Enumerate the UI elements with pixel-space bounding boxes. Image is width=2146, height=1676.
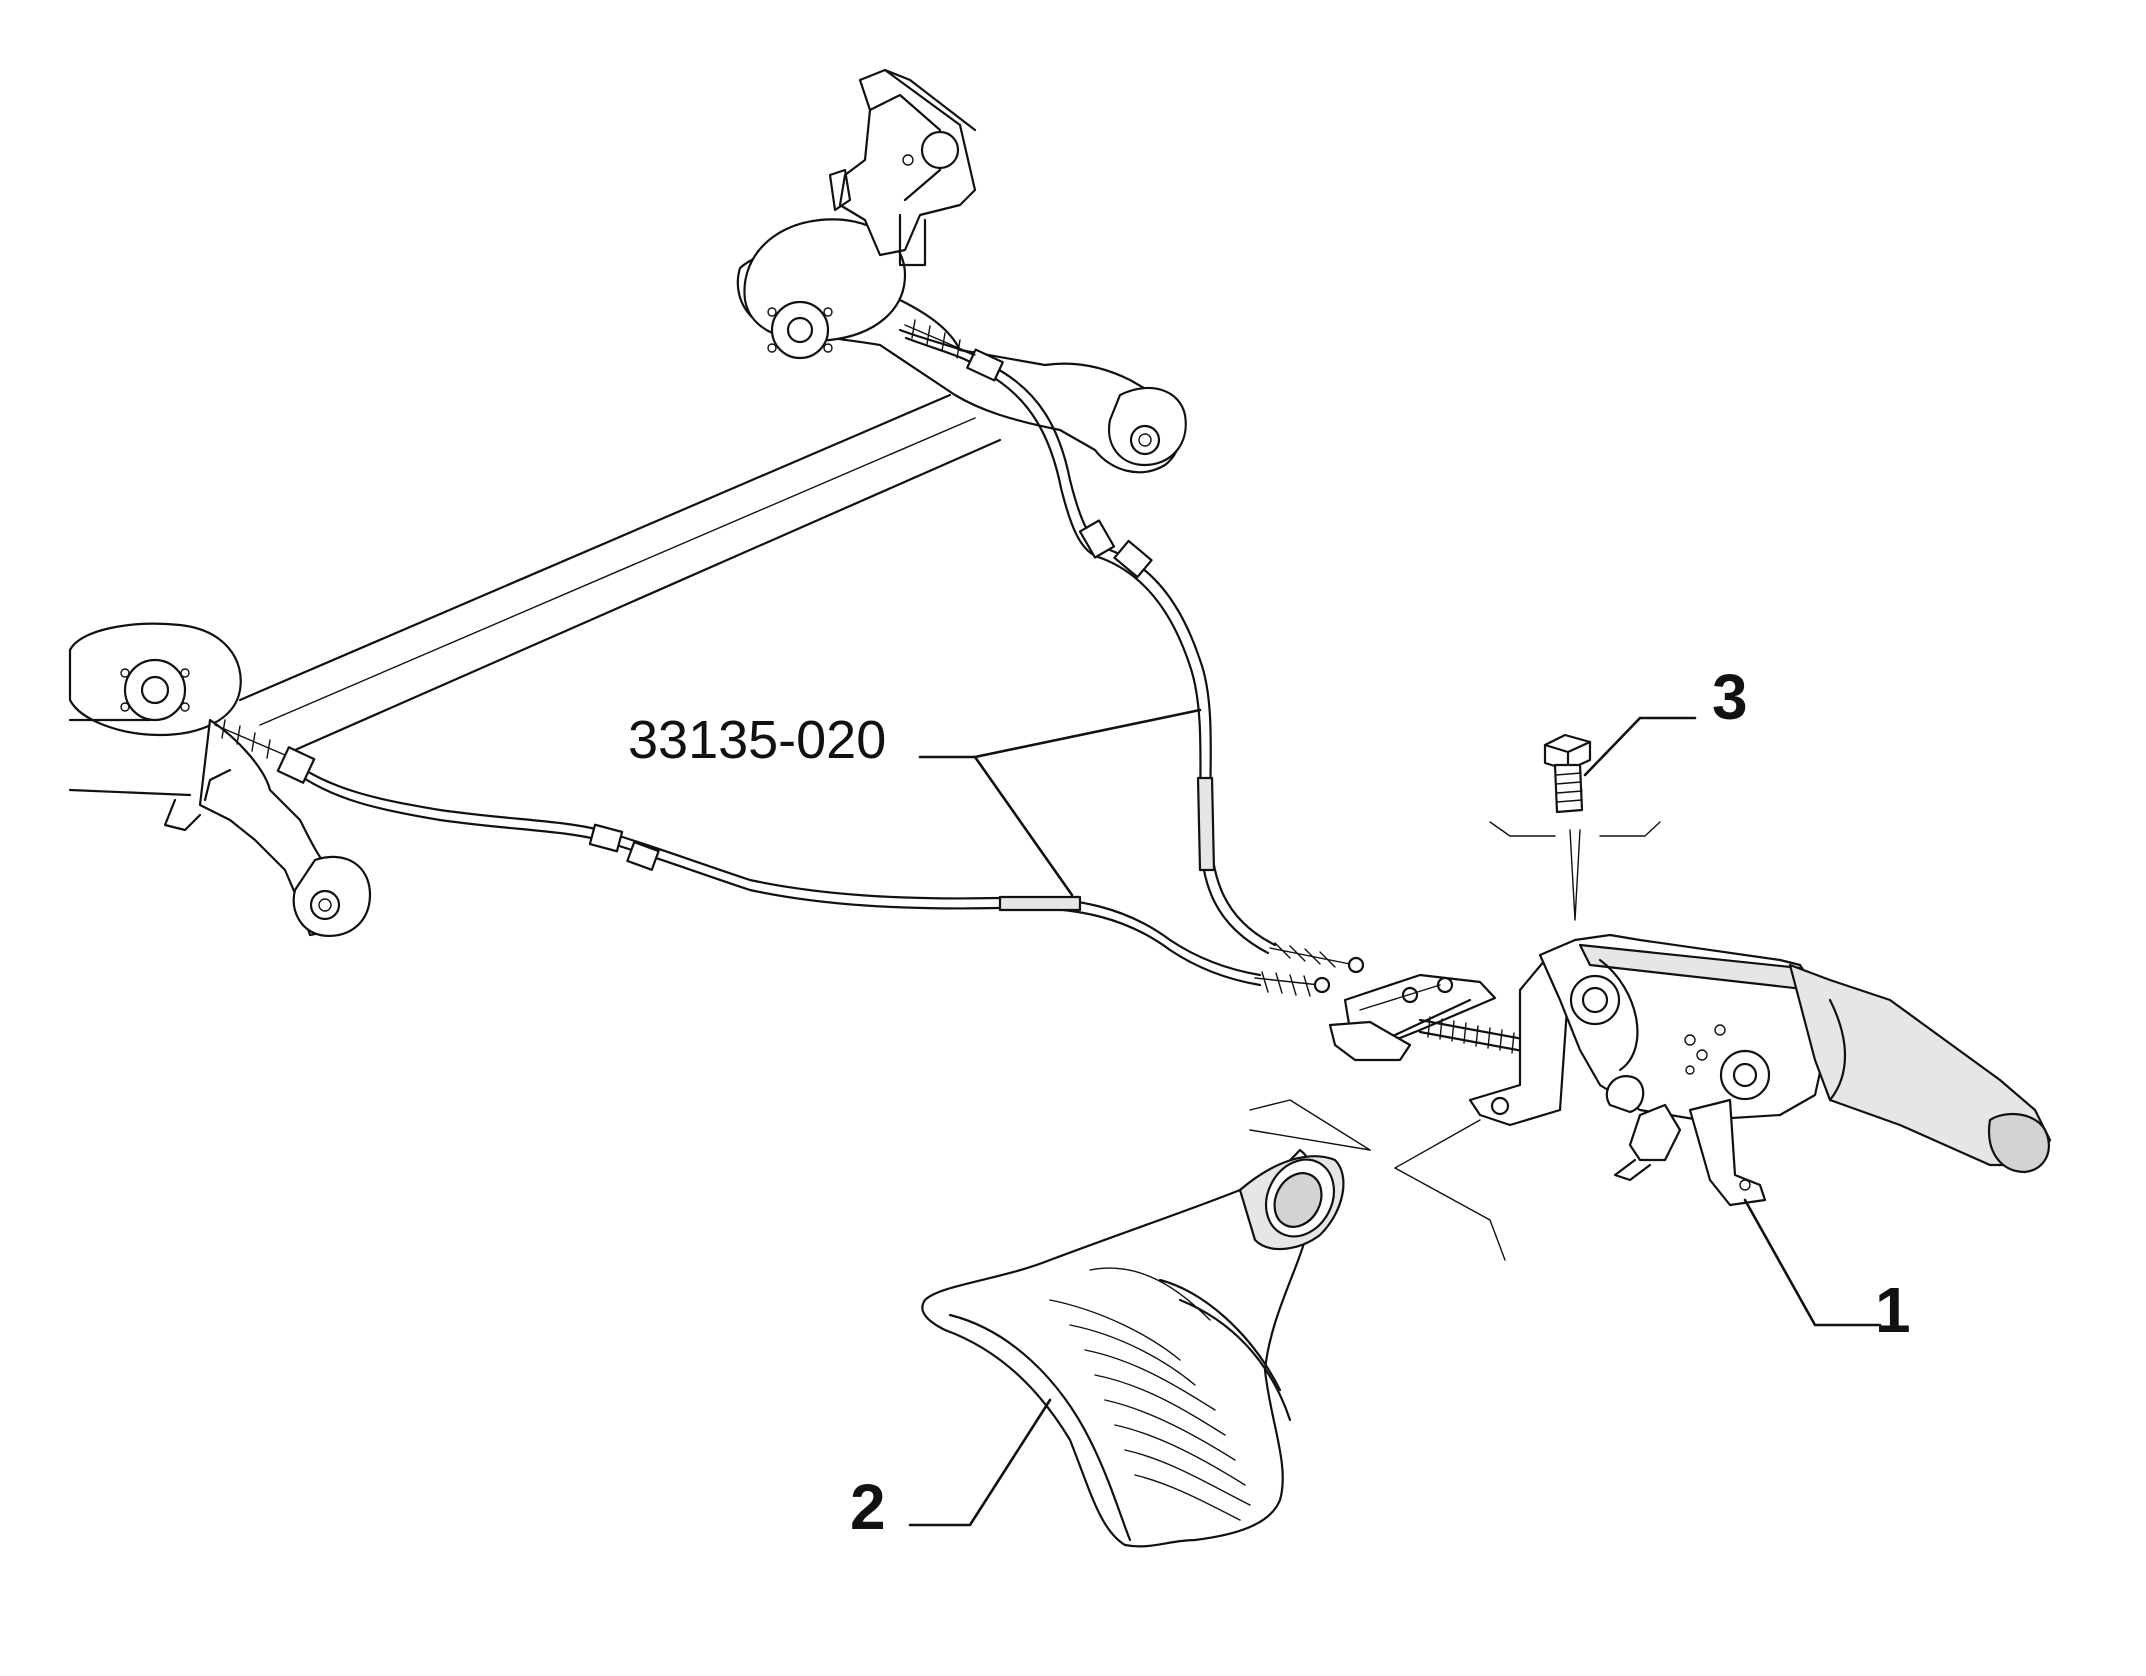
lever-boot xyxy=(921,1148,1345,1548)
handbrake-lever xyxy=(1468,933,2052,1207)
bolt-mount-indicator xyxy=(1489,821,1661,921)
handbrake-cables xyxy=(214,319,1365,997)
bolt xyxy=(1543,733,1592,814)
rear-axle-beam xyxy=(68,68,1187,938)
part-1-callout: 1 xyxy=(1875,1274,1911,1346)
part-3-callout: 3 xyxy=(1712,661,1748,733)
part-2-callout: 2 xyxy=(850,1471,886,1543)
cable-part-number-label: 33135-020 xyxy=(628,710,887,770)
cable-equalizer xyxy=(1328,973,1547,1062)
leader-lines xyxy=(908,708,1882,1527)
boot-mount-indicator xyxy=(1249,1099,1506,1261)
